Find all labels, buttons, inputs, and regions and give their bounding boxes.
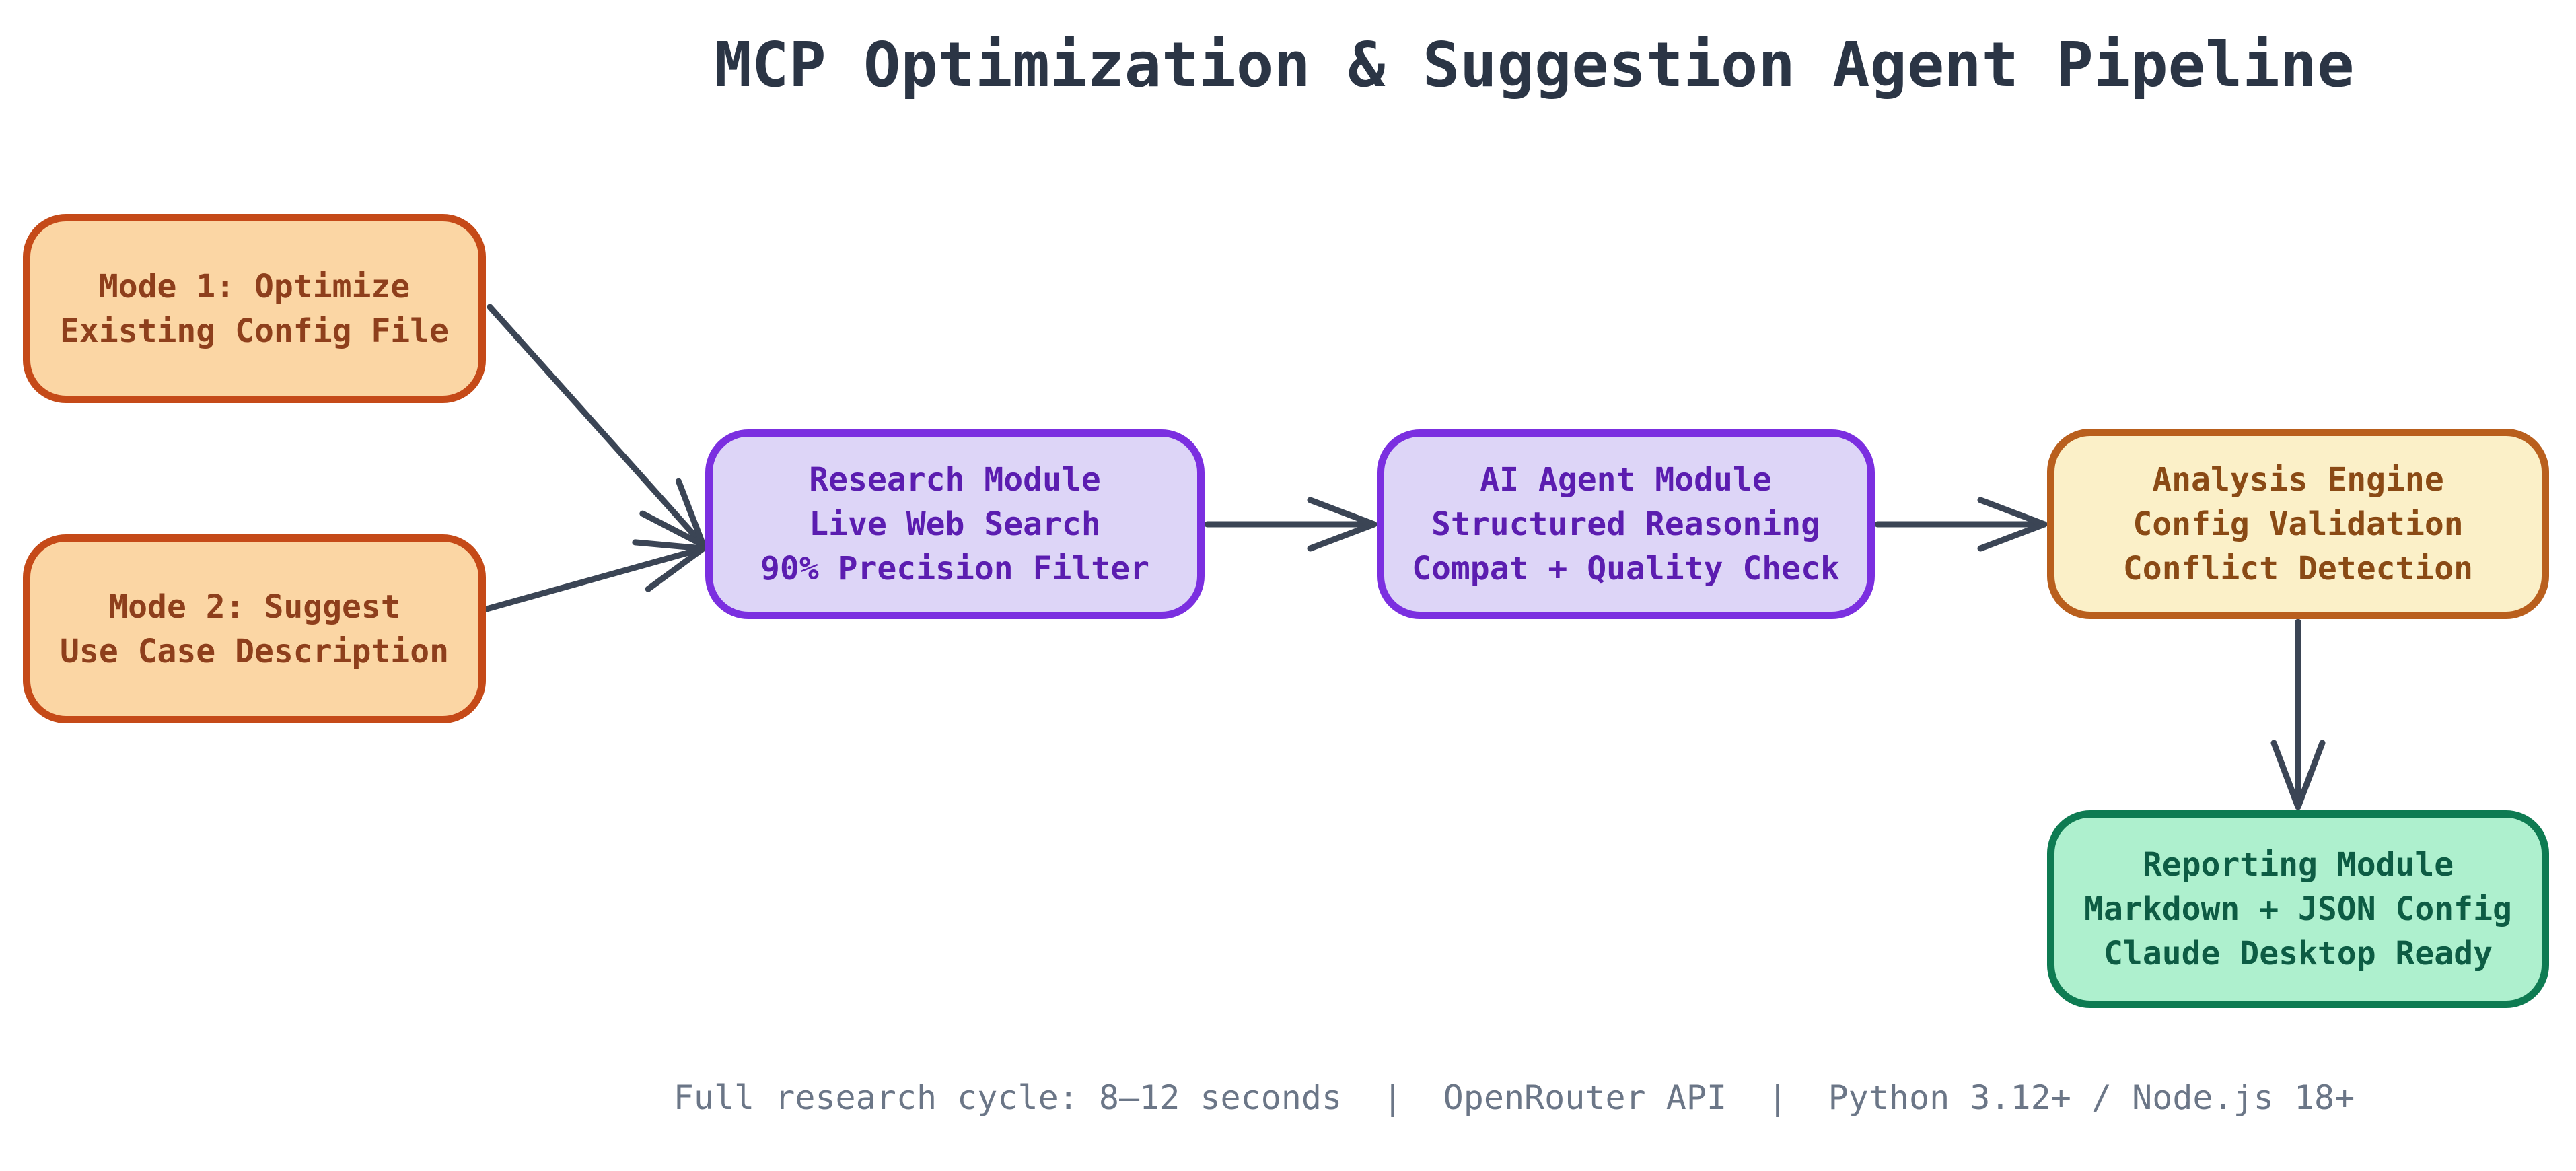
node-line: Research Module <box>809 461 1101 499</box>
node-mode-1-optimize: Mode 1: Optimize Existing Config File <box>23 214 486 403</box>
node-line: 90% Precision Filter <box>760 550 1149 588</box>
node-line: Reporting Module <box>2142 846 2454 884</box>
arrow-analysis-to-reporting <box>2270 618 2326 810</box>
arrow-agent-to-analysis <box>1874 497 2048 552</box>
node-line: Mode 2: Suggest <box>108 588 400 626</box>
node-line: Claude Desktop Ready <box>2104 935 2493 972</box>
node-mode-2-suggest: Mode 2: Suggest Use Case Description <box>23 534 486 723</box>
node-line: Config Validation <box>2133 505 2464 543</box>
arrow-mode2-to-research <box>483 539 707 612</box>
node-line: Use Case Description <box>60 632 449 670</box>
node-line: Existing Config File <box>60 312 449 350</box>
node-line: Mode 1: Optimize <box>98 267 410 306</box>
node-line: Structured Reasoning <box>1431 505 1820 543</box>
node-line: AI Agent Module <box>1480 461 1772 499</box>
node-line: Analysis Engine <box>2152 460 2444 499</box>
diagram-title: MCP Optimization & Suggestion Agent Pipe… <box>714 29 2355 101</box>
arrow-mode1-to-research <box>487 304 707 548</box>
node-analysis-engine: Analysis Engine Config Validation Confli… <box>2047 429 2549 619</box>
footer-note: Full research cycle: 8–12 seconds | Open… <box>673 1078 2355 1117</box>
node-ai-agent-module: AI Agent Module Structured Reasoning Com… <box>1377 429 1875 619</box>
node-line: Compat + Quality Check <box>1412 550 1840 588</box>
node-line: Markdown + JSON Config <box>2084 890 2512 928</box>
arrow-research-to-agent <box>1204 497 1378 552</box>
node-research-module: Research Module Live Web Search 90% Prec… <box>705 429 1205 619</box>
node-reporting-module: Reporting Module Markdown + JSON Config … <box>2047 810 2549 1008</box>
node-line: Conflict Detection <box>2122 549 2474 588</box>
node-line: Live Web Search <box>809 505 1101 543</box>
